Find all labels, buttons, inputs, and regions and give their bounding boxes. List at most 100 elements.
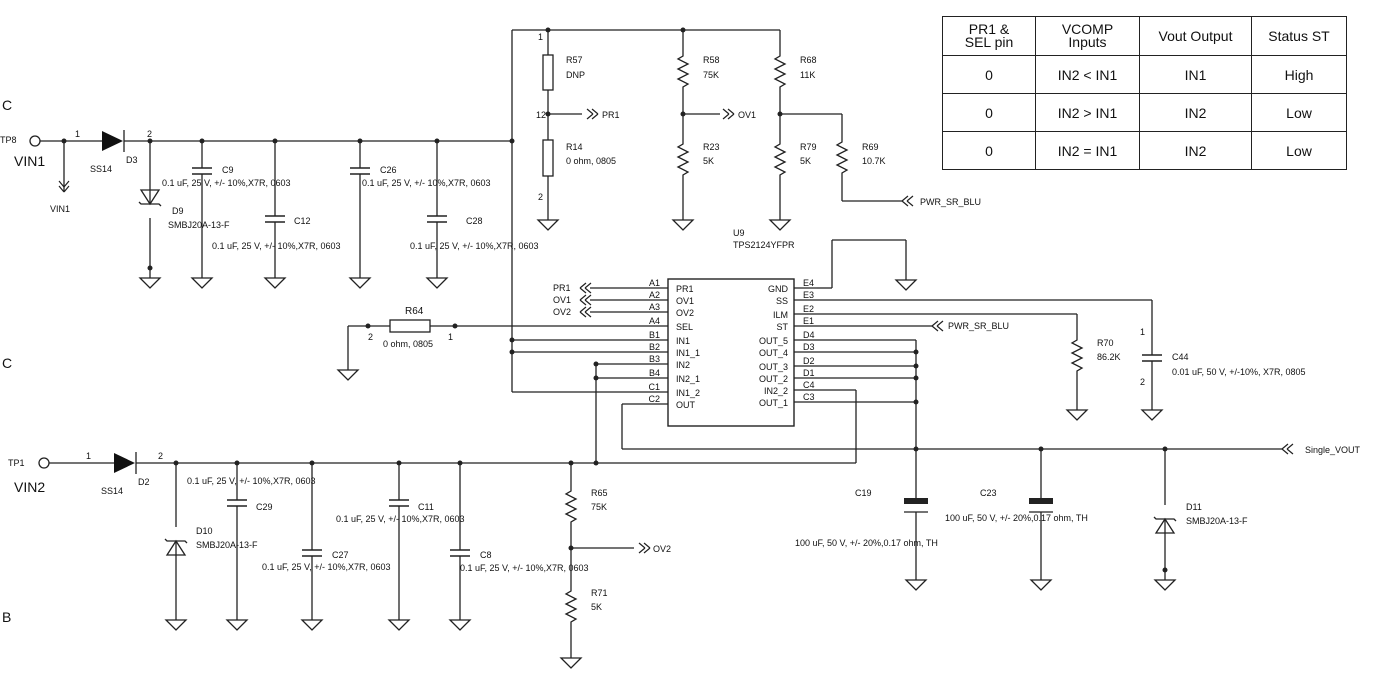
ic-left-ball: A3 bbox=[649, 302, 660, 312]
ic-left-pin-name: OUT bbox=[676, 400, 696, 410]
r57-resistor bbox=[542, 54, 554, 91]
cell-status: Low bbox=[1251, 93, 1347, 132]
r14-value: 0 ohm, 0805 bbox=[566, 156, 616, 166]
ic-left-ball: B2 bbox=[649, 342, 660, 352]
c8-value: 0.1 uF, 25 V, +/- 10%,X7R, 0603 bbox=[460, 563, 589, 573]
pr1-top-net: PR1 bbox=[602, 110, 620, 120]
ic-left-pin-name: IN1 bbox=[676, 336, 690, 346]
margin-letter-c-top: C bbox=[2, 97, 12, 113]
vin1-flag-label: VIN1 bbox=[50, 204, 70, 214]
ic-right-ball: D4 bbox=[803, 330, 815, 340]
r71-ref: R71 bbox=[591, 588, 608, 598]
cell-vout: IN2 bbox=[1139, 131, 1252, 170]
d3-value: SS14 bbox=[90, 164, 112, 174]
r68-value: 11K bbox=[800, 70, 815, 80]
c28-ref: C28 bbox=[466, 216, 483, 226]
ic-left-pin-name: IN2 bbox=[676, 360, 690, 370]
c8-ref: C8 bbox=[480, 550, 492, 560]
vin1-section: TP8 VIN1 VIN1 1 2 D3 SS14 D9 SMBJ20A-13-… bbox=[0, 30, 539, 392]
tp1-label: TP1 bbox=[8, 458, 25, 468]
ic-left-pin-name: SEL bbox=[676, 322, 693, 332]
d2-ref: D2 bbox=[138, 477, 150, 487]
d9-ref: D9 bbox=[172, 206, 184, 216]
ic-right-pin-name: OUT_3 bbox=[759, 362, 788, 372]
d10-ref: D10 bbox=[196, 526, 213, 536]
margin-letter-b: B bbox=[2, 609, 11, 625]
d2-diode-symbol bbox=[114, 453, 135, 473]
u9-part: TPS2124YFPR bbox=[733, 240, 795, 250]
d3-ref: D3 bbox=[126, 155, 138, 165]
ov2-ic-net: OV2 bbox=[553, 307, 571, 317]
r64-pin2: 2 bbox=[368, 332, 373, 342]
ov1-top-net: OV1 bbox=[738, 110, 756, 120]
r64-pin1: 1 bbox=[448, 332, 453, 342]
u9-ref: U9 bbox=[733, 228, 745, 238]
c26-value: 0.1 uF, 25 V, +/- 10%,X7R, 0603 bbox=[362, 178, 491, 188]
c19-ref: C19 bbox=[855, 488, 872, 498]
c44-value: 0.01 uF, 50 V, +/-10%, X7R, 0805 bbox=[1172, 367, 1306, 377]
r71-value: 5K bbox=[591, 602, 602, 612]
c29-value: 0.1 uF, 25 V, +/- 10%,X7R, 0603 bbox=[187, 476, 316, 486]
cell-vout: IN1 bbox=[1139, 55, 1252, 94]
c9-value: 0.1 uF, 25 V, +/- 10%,X7R, 0603 bbox=[162, 178, 291, 188]
d2-pin1: 1 bbox=[86, 451, 91, 461]
c26-ref: C26 bbox=[380, 165, 397, 175]
ic-left-nets: PR1 OV1 OV2 2 1 R64 0 ohm, 0805 bbox=[337, 282, 916, 463]
pr1-ic-net: PR1 bbox=[553, 283, 571, 293]
c44-ref: C44 bbox=[1172, 352, 1189, 362]
r57-pin12: 12 bbox=[536, 110, 546, 120]
ic-right-ball: E1 bbox=[803, 316, 814, 326]
c9-ref: C9 bbox=[222, 165, 234, 175]
header-status: Status ST bbox=[1251, 16, 1347, 56]
ic-left-ball: C2 bbox=[648, 394, 660, 404]
cell-sel: 0 bbox=[942, 55, 1036, 94]
c29-ref: C29 bbox=[256, 502, 273, 512]
r64-resistor bbox=[389, 319, 431, 333]
c12-ref: C12 bbox=[294, 216, 311, 226]
r58-value: 75K bbox=[703, 70, 719, 80]
d2-pin2: 2 bbox=[158, 451, 163, 461]
ic-left-ball: B4 bbox=[649, 368, 660, 378]
vin2-section: TP1 VIN2 1 2 D2 SS14 D10 SMBJ20A-13-F C2… bbox=[8, 451, 856, 669]
tp1-terminal bbox=[38, 457, 50, 469]
c44-pin2: 2 bbox=[1140, 377, 1145, 387]
d9-value: SMBJ20A-13-F bbox=[168, 220, 230, 230]
ic-left-pin-name: IN2_1 bbox=[676, 374, 700, 384]
ic-right-pin-name: SS bbox=[776, 296, 788, 306]
r57-value: DNP bbox=[566, 70, 585, 80]
r65-value: 75K bbox=[591, 502, 607, 512]
d11-value: SMBJ20A-13-F bbox=[1186, 516, 1248, 526]
r23-value: 5K bbox=[703, 156, 714, 166]
table-row: 0 IN2 > IN1 IN2 Low bbox=[942, 93, 1347, 132]
margin-letter-c-mid: C bbox=[2, 355, 12, 371]
d11-ref: D11 bbox=[1186, 502, 1202, 512]
cell-vcomp: IN2 < IN1 bbox=[1035, 55, 1140, 94]
header-vout: Vout Output bbox=[1139, 16, 1252, 56]
r69-value: 10.7K bbox=[862, 156, 886, 166]
cell-status: High bbox=[1251, 55, 1347, 94]
ic-right-pin-name: OUT_2 bbox=[759, 374, 788, 384]
ic-left-ball: A4 bbox=[649, 316, 660, 326]
single-vout-net: Single_VOUT bbox=[1305, 445, 1361, 455]
ic-right-pin-name: ST bbox=[776, 322, 788, 332]
r70-value: 86.2K bbox=[1097, 352, 1121, 362]
ic-left-ball: C1 bbox=[648, 382, 660, 392]
c19-value: 100 uF, 50 V, +/- 20%,0.17 ohm, TH bbox=[795, 538, 938, 548]
vin2-label: VIN2 bbox=[14, 479, 45, 495]
cell-sel: 0 bbox=[942, 131, 1036, 170]
ov1-ic-net: OV1 bbox=[553, 295, 571, 305]
ic-right-ball: C3 bbox=[803, 392, 815, 402]
d10-value: SMBJ20A-13-F bbox=[196, 540, 258, 550]
c44-pin1: 1 bbox=[1140, 327, 1145, 337]
ic-right-pin-name: OUT_5 bbox=[759, 336, 788, 346]
top-dividers: PR1 1 12 R57 DNP 2 R14 0 ohm, 0805 OV1 R… bbox=[512, 27, 981, 231]
ic-right-ball: D3 bbox=[803, 342, 815, 352]
ic-right-pin-name: OUT_1 bbox=[759, 398, 788, 408]
r79-ref: R79 bbox=[800, 142, 817, 152]
d3-pin2: 2 bbox=[147, 129, 152, 139]
c28-value: 0.1 uF, 25 V, +/- 10%,X7R, 0603 bbox=[410, 241, 539, 251]
